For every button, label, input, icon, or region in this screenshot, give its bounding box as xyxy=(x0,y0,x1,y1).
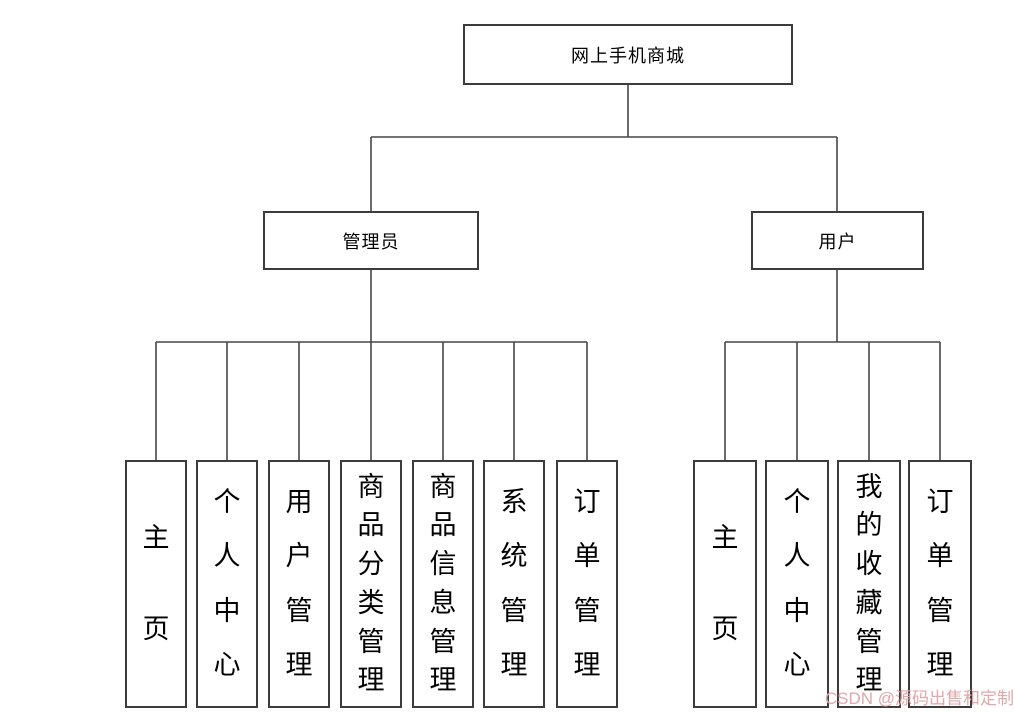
leaf-admin-order-management: 订单管理 xyxy=(556,460,618,708)
leaf-user-personal-center: 个人中心 xyxy=(765,460,829,708)
leaf-admin-product-category-management: 商品分类管理 xyxy=(340,460,402,708)
branch-node-admin: 管理员 xyxy=(263,211,479,270)
leaf-user-home: 主页 xyxy=(693,460,757,708)
leaf-admin-product-info-management: 商品信息管理 xyxy=(412,460,474,708)
root-node-online-phone-mall: 网上手机商城 xyxy=(463,24,793,85)
leaf-admin-home: 主页 xyxy=(125,460,187,708)
leaf-admin-system-management: 系统管理 xyxy=(483,460,545,708)
branch-node-user: 用户 xyxy=(751,211,924,270)
leaf-user-favorites-management: 我的收藏管理 xyxy=(837,460,901,708)
leaf-user-order-management: 订单管理 xyxy=(908,460,972,708)
leaf-admin-personal-center: 个人中心 xyxy=(196,460,258,708)
csdn-watermark: CSDN @源码出售和定制 xyxy=(824,689,1014,708)
leaf-admin-user-management: 用户管理 xyxy=(268,460,330,708)
